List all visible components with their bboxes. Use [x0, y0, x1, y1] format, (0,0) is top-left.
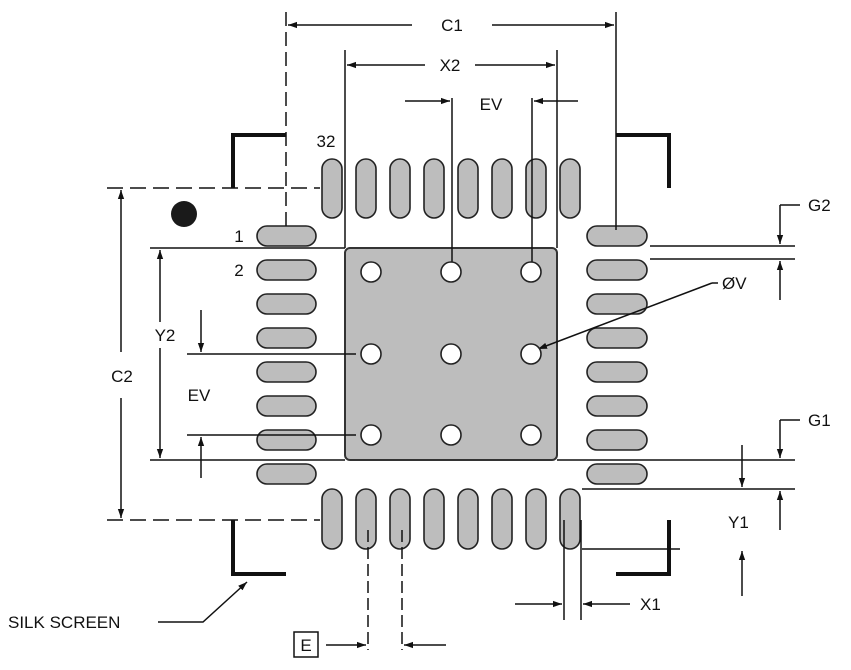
- silk-screen-outline: [231, 133, 671, 576]
- pads-left-column: [256, 225, 317, 485]
- g1-label: G1: [808, 411, 831, 430]
- thermal-via: [440, 343, 462, 365]
- y2-label: Y2: [155, 326, 176, 345]
- c1-label-background: [414, 12, 490, 36]
- pad-bottom: [525, 488, 547, 550]
- pin-2-label: 2: [234, 261, 243, 280]
- pad-top: [491, 158, 513, 219]
- pad-left: [256, 259, 317, 281]
- pad-top: [389, 158, 411, 219]
- x2-label: X2: [440, 56, 461, 75]
- pad-bottom: [355, 488, 377, 550]
- y1-label: Y1: [728, 513, 749, 532]
- thermal-via: [520, 424, 542, 446]
- pad-bottom: [491, 488, 513, 550]
- pad-top: [525, 158, 547, 219]
- pad-top: [559, 158, 581, 219]
- pad-left: [256, 429, 317, 451]
- silk-screen-label: SILK SCREEN: [8, 613, 120, 632]
- pad-left: [256, 463, 317, 485]
- pin-1-label: 1: [234, 227, 243, 246]
- thermal-via: [440, 261, 462, 283]
- pads-right-column: [586, 225, 648, 485]
- pad-bottom: [423, 488, 445, 550]
- pad-left: [256, 225, 317, 247]
- pad-left: [256, 293, 317, 315]
- pad-right: [586, 259, 648, 281]
- thermal-via: [520, 343, 542, 365]
- thermal-via: [440, 424, 462, 446]
- pad-left: [256, 361, 317, 383]
- pad-right: [586, 361, 648, 383]
- c2-label-background: [106, 360, 138, 390]
- c2-label: C2: [111, 367, 133, 386]
- pad-left: [256, 395, 317, 417]
- pad-top: [423, 158, 445, 219]
- pad-right: [586, 225, 648, 247]
- ev-top-label: EV: [480, 95, 503, 114]
- pads-top-row: [321, 158, 581, 219]
- y2-label-background: [148, 324, 182, 346]
- silk-corner-bottom-left: [231, 520, 286, 576]
- pad-right: [586, 429, 648, 451]
- silk-corner-top-left: [231, 133, 286, 188]
- thermal-via: [360, 343, 382, 365]
- pad-bottom: [559, 488, 581, 550]
- pad-right: [586, 327, 648, 349]
- g2-label: G2: [808, 196, 831, 215]
- pad-bottom: [457, 488, 479, 550]
- pads-bottom-row: [321, 488, 581, 550]
- thermal-via: [360, 424, 382, 446]
- pad-right: [586, 463, 648, 485]
- pad-right: [586, 395, 648, 417]
- e-label: E: [300, 636, 311, 655]
- thermal-via: [360, 261, 382, 283]
- phi-v-label: ØV: [722, 274, 747, 293]
- dimension-lines: [107, 12, 800, 650]
- ev-left-label: EV: [188, 386, 211, 405]
- pad-top: [355, 158, 377, 219]
- pad-top: [457, 158, 479, 219]
- silk-screen-leader: [158, 581, 248, 623]
- x1-label: X1: [640, 595, 661, 614]
- silk-corner-top-right: [616, 133, 671, 188]
- thermal-via: [520, 261, 542, 283]
- phi-v-leader: [537, 282, 713, 350]
- pad-bottom: [389, 488, 411, 550]
- pad-left: [256, 327, 317, 349]
- pin1-marker-dot: [171, 201, 197, 227]
- silk-corner-bottom-right: [616, 520, 671, 576]
- pad-bottom: [321, 488, 343, 550]
- x2-label-background: [427, 53, 473, 77]
- e-label-box: [293, 631, 319, 658]
- c1-label: C1: [441, 16, 463, 35]
- pad-right: [586, 293, 648, 315]
- thermal-via-grid: [360, 261, 542, 446]
- pad-top: [321, 158, 343, 219]
- pin-32-label: 32: [317, 132, 336, 151]
